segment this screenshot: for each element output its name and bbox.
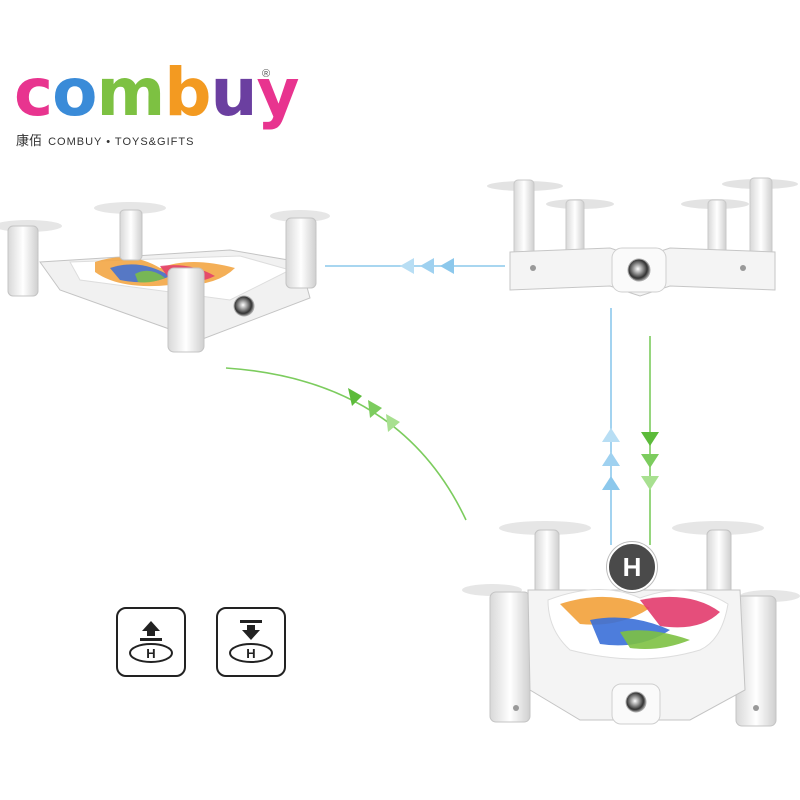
logo-chinese: 康佰	[16, 134, 43, 149]
logo-wordmark: combuy	[14, 60, 300, 126]
logo-letter: u	[210, 54, 258, 131]
takeoff-icon: H	[129, 621, 173, 663]
registered-mark: ®	[262, 68, 271, 80]
arrow-takeoff-up	[602, 308, 620, 545]
svg-text:H: H	[246, 646, 255, 661]
takeoff-button[interactable]: H	[116, 607, 186, 677]
logo-letter: y	[256, 54, 300, 131]
arrow-curve-return	[225, 367, 467, 521]
svg-text:H: H	[146, 646, 155, 661]
logo-tagline-row: 康佰 COMBUY • TOYS&GIFTS	[16, 130, 194, 149]
landing-icon: H	[229, 620, 273, 663]
drone-open	[462, 521, 800, 727]
arrow-fold-to-fly	[325, 258, 505, 274]
logo-letter: m	[96, 54, 165, 131]
logo-tagline: COMBUY • TOYS&GIFTS	[48, 136, 195, 148]
logo-letter: o	[52, 54, 97, 131]
logo-letter: b	[164, 54, 211, 131]
drone-angled	[0, 202, 330, 353]
combuy-logo: combuy ® 康佰 COMBUY • TOYS&GIFTS	[14, 60, 300, 150]
hover-h-badge: H	[607, 542, 657, 592]
arrow-landing-down	[641, 336, 659, 545]
landing-button[interactable]: H	[216, 607, 286, 677]
drone-folded	[487, 177, 798, 297]
logo-letter: c	[14, 54, 53, 131]
